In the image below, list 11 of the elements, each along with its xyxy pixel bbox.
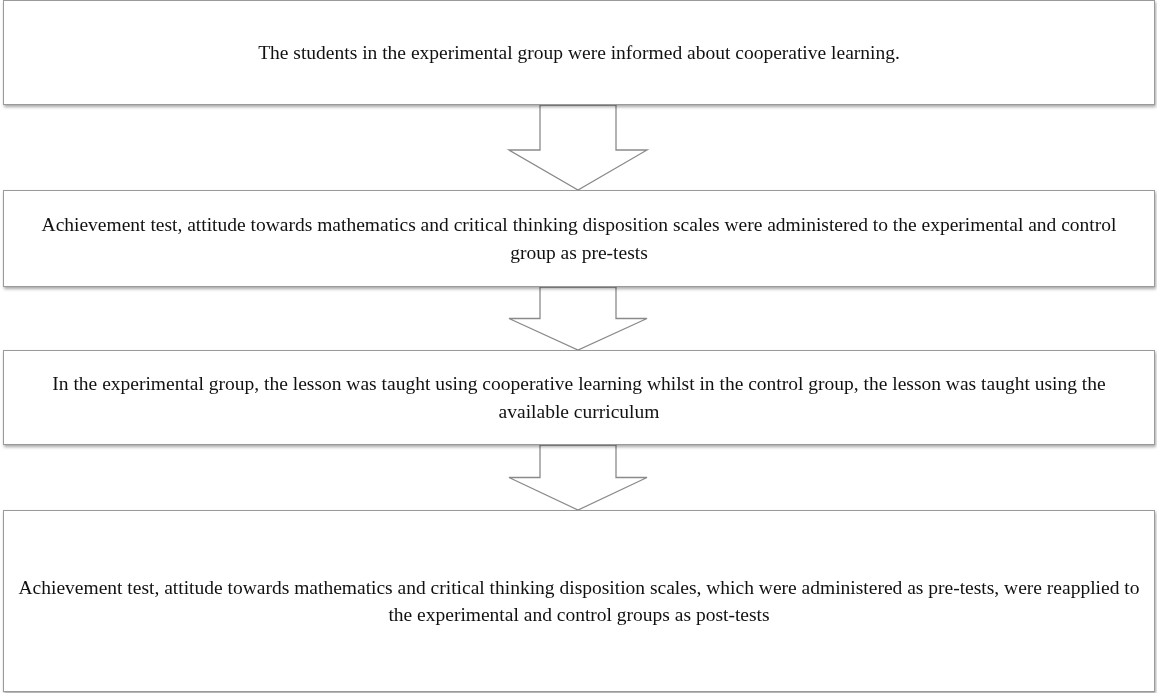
- step-text: The students in the experimental group were informed about cooperative learning.: [258, 40, 900, 65]
- process-box: [3, 510, 1155, 692]
- process-box: [3, 190, 1155, 287]
- step-text: Achievement test, attitude towards mathematics and critical thinking disposition scales were administered to the experimental and control group as pre-tests: [40, 213, 1118, 265]
- step-text: Achievement test, attitude towards mathematics and critical thinking disposition scales, which were administered as pre-tests, were reapplied to the experimental and control groups as post-tests: [18, 575, 1140, 627]
- process-box: [3, 350, 1155, 445]
- block-arrow: [506, 104, 650, 191]
- process-box: [3, 0, 1155, 105]
- block-arrow: [508, 444, 648, 511]
- block-arrow: [508, 286, 648, 351]
- step-text: In the experimental group, the lesson was taught using cooperative learning whilst in the control group, the lesson was taught using the available curriculum: [51, 372, 1107, 424]
